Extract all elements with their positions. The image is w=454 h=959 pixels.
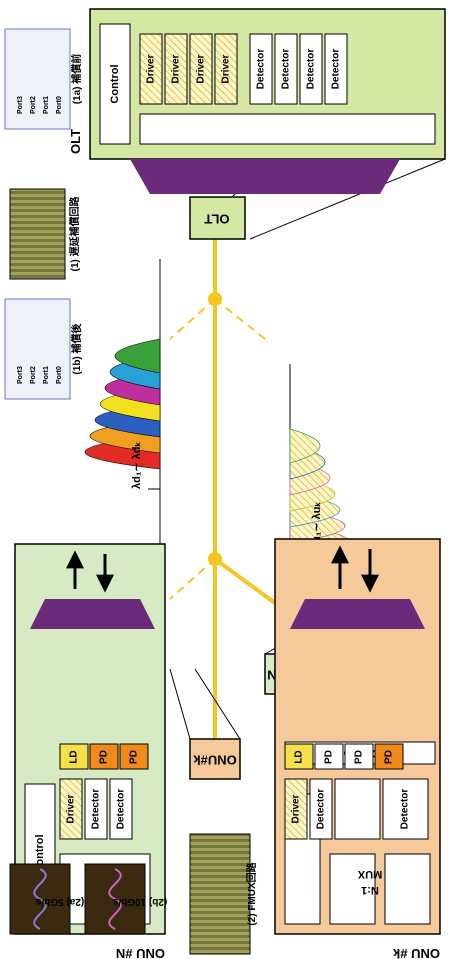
mux-label-2: MUX <box>357 868 382 880</box>
olt-title: OLT <box>68 129 83 154</box>
onu-k-node: ONU#k <box>189 738 241 780</box>
olt-ld-column: Driver Driver Driver Driver Detector Det… <box>139 33 348 105</box>
port-before-0: Port3 <box>17 96 24 114</box>
svg-text:Detector: Detector <box>306 49 317 90</box>
inset-2b: (2b) 10Gb/s <box>84 863 167 935</box>
svg-text:LD: LD <box>294 750 305 763</box>
dash-splitter-3 <box>214 298 266 340</box>
svg-text:Driver: Driver <box>66 794 77 823</box>
dash-splitter-2 <box>169 298 216 340</box>
port-after-3: Port0 <box>56 366 63 384</box>
inset-fmux: (2) FMUX回路 <box>189 833 258 955</box>
caption-1a: (1a) 補償前 <box>70 54 83 105</box>
svg-text:PD: PD <box>384 750 395 764</box>
onu-k-title: ONU #k <box>392 946 440 959</box>
port-before-1: Port2 <box>30 96 37 114</box>
port-before-2: Port1 <box>43 96 50 114</box>
inset-2a: (2a) 5Gb/s <box>9 863 84 935</box>
svg-text:Detector: Detector <box>256 49 267 90</box>
onu-n-title: ONU #N <box>116 946 165 959</box>
svg-text:LD: LD <box>69 750 80 763</box>
onu-n-filter <box>30 599 155 629</box>
svg-text:PD: PD <box>324 750 335 764</box>
onu-k-filter <box>290 599 425 629</box>
svg-text:PD: PD <box>354 750 365 764</box>
downstream-spectrum: λd₁∼ λdₖ <box>85 338 161 490</box>
onu-k-node-label: ONU#k <box>193 753 237 768</box>
olt-filter <box>130 159 400 194</box>
onu-k-box: ONU #k N:1 MUX Control Driver Detector D… <box>274 538 441 959</box>
svg-text:Driver: Driver <box>221 54 232 83</box>
splitter-node-2 <box>208 292 222 306</box>
inset-1a: Port3 Port2 Port1 Port0 (1a) 補償前 <box>4 28 83 130</box>
lambda-u-label: λu₁∼ λuₖ <box>311 502 323 549</box>
mux-label-1: N:1 <box>361 884 379 896</box>
svg-text:PD: PD <box>99 750 110 764</box>
olt-node-label: OLT <box>204 212 229 227</box>
olt-control: Control <box>109 64 121 103</box>
svg-text:Detector: Detector <box>400 789 411 830</box>
svg-text:Detector: Detector <box>116 789 127 830</box>
svg-text:PD: PD <box>129 750 140 764</box>
inset-delay: (1) 遅延補償回路 <box>9 188 81 280</box>
svg-text:Detector: Detector <box>91 789 102 830</box>
caption-1: (1) 遅延補償回路 <box>68 196 81 272</box>
port-after-1: Port2 <box>30 366 37 384</box>
port-after-0: Port3 <box>17 366 24 384</box>
inset-1b: Port3 Port2 Port1 Port0 (1b) 補償後 <box>4 298 83 400</box>
lambda-d-label: λd₁∼ λdₖ <box>131 442 143 489</box>
olt-box: OLT Control Driver Driver Driver Driver … <box>68 8 446 194</box>
port-before-3: Port0 <box>56 96 63 114</box>
svg-text:Driver: Driver <box>171 54 182 83</box>
svg-text:Detector: Detector <box>331 49 342 90</box>
caption-2: (2) FMUX回路 <box>245 861 258 925</box>
svg-text:Driver: Driver <box>196 54 207 83</box>
svg-text:Driver: Driver <box>291 794 302 823</box>
port-after-2: Port1 <box>43 366 50 384</box>
caption-1b: (1b) 補償後 <box>70 322 83 374</box>
svg-text:Detector: Detector <box>316 789 327 830</box>
splitter-node-1 <box>208 552 222 566</box>
dash-splitter-1 <box>169 558 216 600</box>
svg-text:Detector: Detector <box>281 49 292 90</box>
svg-text:Driver: Driver <box>146 54 157 83</box>
olt-node: OLT <box>189 196 246 240</box>
caption-2b: (2b) 10Gb/s <box>112 896 167 907</box>
caption-2a: (2a) 5Gb/s <box>35 896 84 907</box>
